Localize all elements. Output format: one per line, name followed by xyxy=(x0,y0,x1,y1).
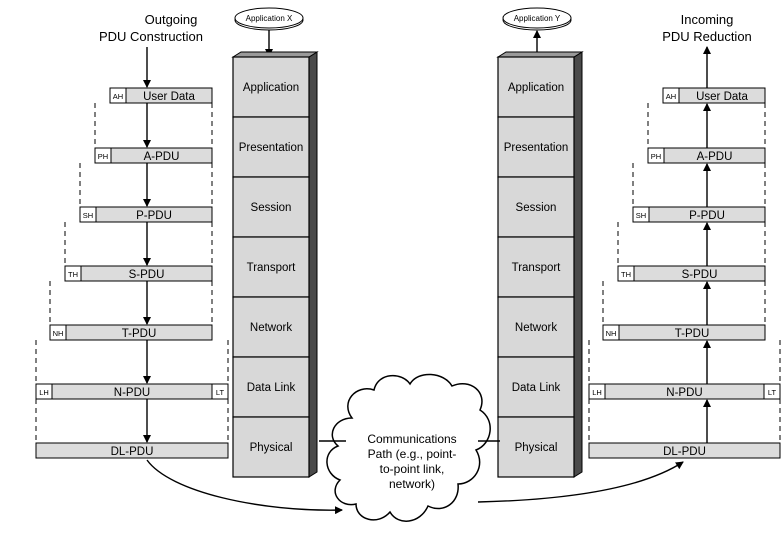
right-layer-session xyxy=(497,176,575,238)
right-header-ph xyxy=(647,147,665,164)
left-layer-data-link xyxy=(232,356,310,418)
cloud-text-line1: Communications xyxy=(367,432,456,446)
right-layer-label-presentation: Presentation xyxy=(504,142,569,154)
left-header-ph xyxy=(94,147,112,164)
left-header-th xyxy=(64,265,82,282)
right-layer-label-application: Application xyxy=(508,82,564,94)
left-header-sh xyxy=(79,206,97,223)
left-layer-label-physical: Physical xyxy=(250,442,293,454)
left-header-label-nh: NH xyxy=(53,329,64,338)
right-layer-network xyxy=(497,296,575,358)
layer-stack-right: ApplicationPresentationSessionTransportN… xyxy=(496,51,584,478)
left-pdu-label-user-data: User Data xyxy=(143,91,195,103)
left-layer-session xyxy=(232,176,310,238)
left-layer-label-session: Session xyxy=(251,202,292,214)
right-layer-label-data-link: Data Link xyxy=(512,382,561,394)
left-layer-network xyxy=(232,296,310,358)
right-header-lh xyxy=(588,383,606,400)
left-layer-presentation xyxy=(232,116,310,178)
right-pdu-label-s-pdu: S-PDU xyxy=(682,269,718,281)
right-header-th xyxy=(617,265,635,282)
layer-stack-left: ApplicationPresentationSessionTransportN… xyxy=(231,51,319,478)
left-layer-label-application: Application xyxy=(243,82,299,94)
left-trailer-lt xyxy=(211,383,229,400)
right-header-label-sh: SH xyxy=(636,211,646,220)
left-pdu-label-n-pdu: N-PDU xyxy=(114,387,150,399)
right-pdu-dl-pdu xyxy=(588,442,781,459)
incoming-caption-line1: Incoming xyxy=(681,12,734,27)
right-pdu-label-n-pdu: N-PDU xyxy=(666,387,702,399)
left-stack-side-face xyxy=(308,51,318,478)
left-layer-label-network: Network xyxy=(250,322,292,334)
left-layer-physical xyxy=(232,416,310,478)
application-x-label: Application X xyxy=(246,14,293,23)
left-pdu-label-s-pdu: S-PDU xyxy=(129,269,165,281)
right-header-nh xyxy=(602,324,620,341)
cloud-text-line2: Path (e.g., point- xyxy=(368,447,457,461)
right-layer-label-network: Network xyxy=(515,322,557,334)
left-header-ah xyxy=(109,87,127,104)
right-header-sh xyxy=(632,206,650,223)
left-header-nh xyxy=(49,324,67,341)
left-pdu-label-a-pdu: A-PDU xyxy=(144,151,180,163)
left-stack-top-face xyxy=(231,51,319,58)
left-pdu-label-p-pdu: P-PDU xyxy=(136,210,172,222)
left-trailer-label-lt: LT xyxy=(216,388,225,397)
left-layer-transport xyxy=(232,236,310,298)
right-header-label-ph: PH xyxy=(651,152,661,161)
left-header-lh xyxy=(35,383,53,400)
dl-pdu-to-cloud-arrow xyxy=(146,459,343,515)
application-y-node: Application Y xyxy=(502,7,572,31)
right-header-label-nh: NH xyxy=(606,329,617,338)
outgoing-caption-line2: PDU Construction xyxy=(99,29,203,44)
left-header-label-ph: PH xyxy=(98,152,108,161)
right-layer-presentation xyxy=(497,116,575,178)
right-pdu-label-dl-pdu: DL-PDU xyxy=(663,446,706,458)
cloud-text-line3: to-point link, xyxy=(380,462,445,476)
right-header-label-ah: AH xyxy=(666,92,676,101)
right-layer-transport xyxy=(497,236,575,298)
left-header-label-th: TH xyxy=(68,270,78,279)
left-header-label-sh: SH xyxy=(83,211,93,220)
left-layer-label-data-link: Data Link xyxy=(247,382,296,394)
left-pdu-label-dl-pdu: DL-PDU xyxy=(111,446,154,458)
left-header-label-lh: LH xyxy=(39,388,49,397)
right-layer-label-physical: Physical xyxy=(515,442,558,454)
left-layer-label-transport: Transport xyxy=(247,262,297,274)
incoming-caption-line2: PDU Reduction xyxy=(662,29,752,44)
right-layer-application xyxy=(497,56,575,118)
right-layer-label-session: Session xyxy=(516,202,557,214)
right-stack-top-face xyxy=(496,51,584,58)
right-header-label-lh: LH xyxy=(592,388,602,397)
left-pdu-dl-pdu xyxy=(35,442,229,459)
right-pdu-label-a-pdu: A-PDU xyxy=(697,151,733,163)
right-trailer-label-lt: LT xyxy=(768,388,777,397)
application-x-node: Application X xyxy=(234,7,304,31)
right-layer-label-transport: Transport xyxy=(512,262,562,274)
application-y-label: Application Y xyxy=(514,14,561,23)
outgoing-caption-line1: Outgoing xyxy=(145,12,198,27)
communications-path-cloud: Communications Path (e.g., point- to-poi… xyxy=(326,373,491,522)
cloud-to-dl-pdu-arrow xyxy=(477,461,684,503)
left-pdu-label-t-pdu: T-PDU xyxy=(122,328,157,340)
right-header-ah xyxy=(662,87,680,104)
right-pdu-label-user-data: User Data xyxy=(696,91,748,103)
left-layer-label-presentation: Presentation xyxy=(239,142,304,154)
right-trailer-lt xyxy=(763,383,781,400)
right-layer-physical xyxy=(497,416,575,478)
cloud-text-line4: network) xyxy=(389,477,435,491)
right-header-label-th: TH xyxy=(621,270,631,279)
right-stack-side-face xyxy=(573,51,583,478)
right-pdu-label-t-pdu: T-PDU xyxy=(675,328,710,340)
right-pdu-label-p-pdu: P-PDU xyxy=(689,210,725,222)
left-header-label-ah: AH xyxy=(113,92,123,101)
left-layer-application xyxy=(232,56,310,118)
